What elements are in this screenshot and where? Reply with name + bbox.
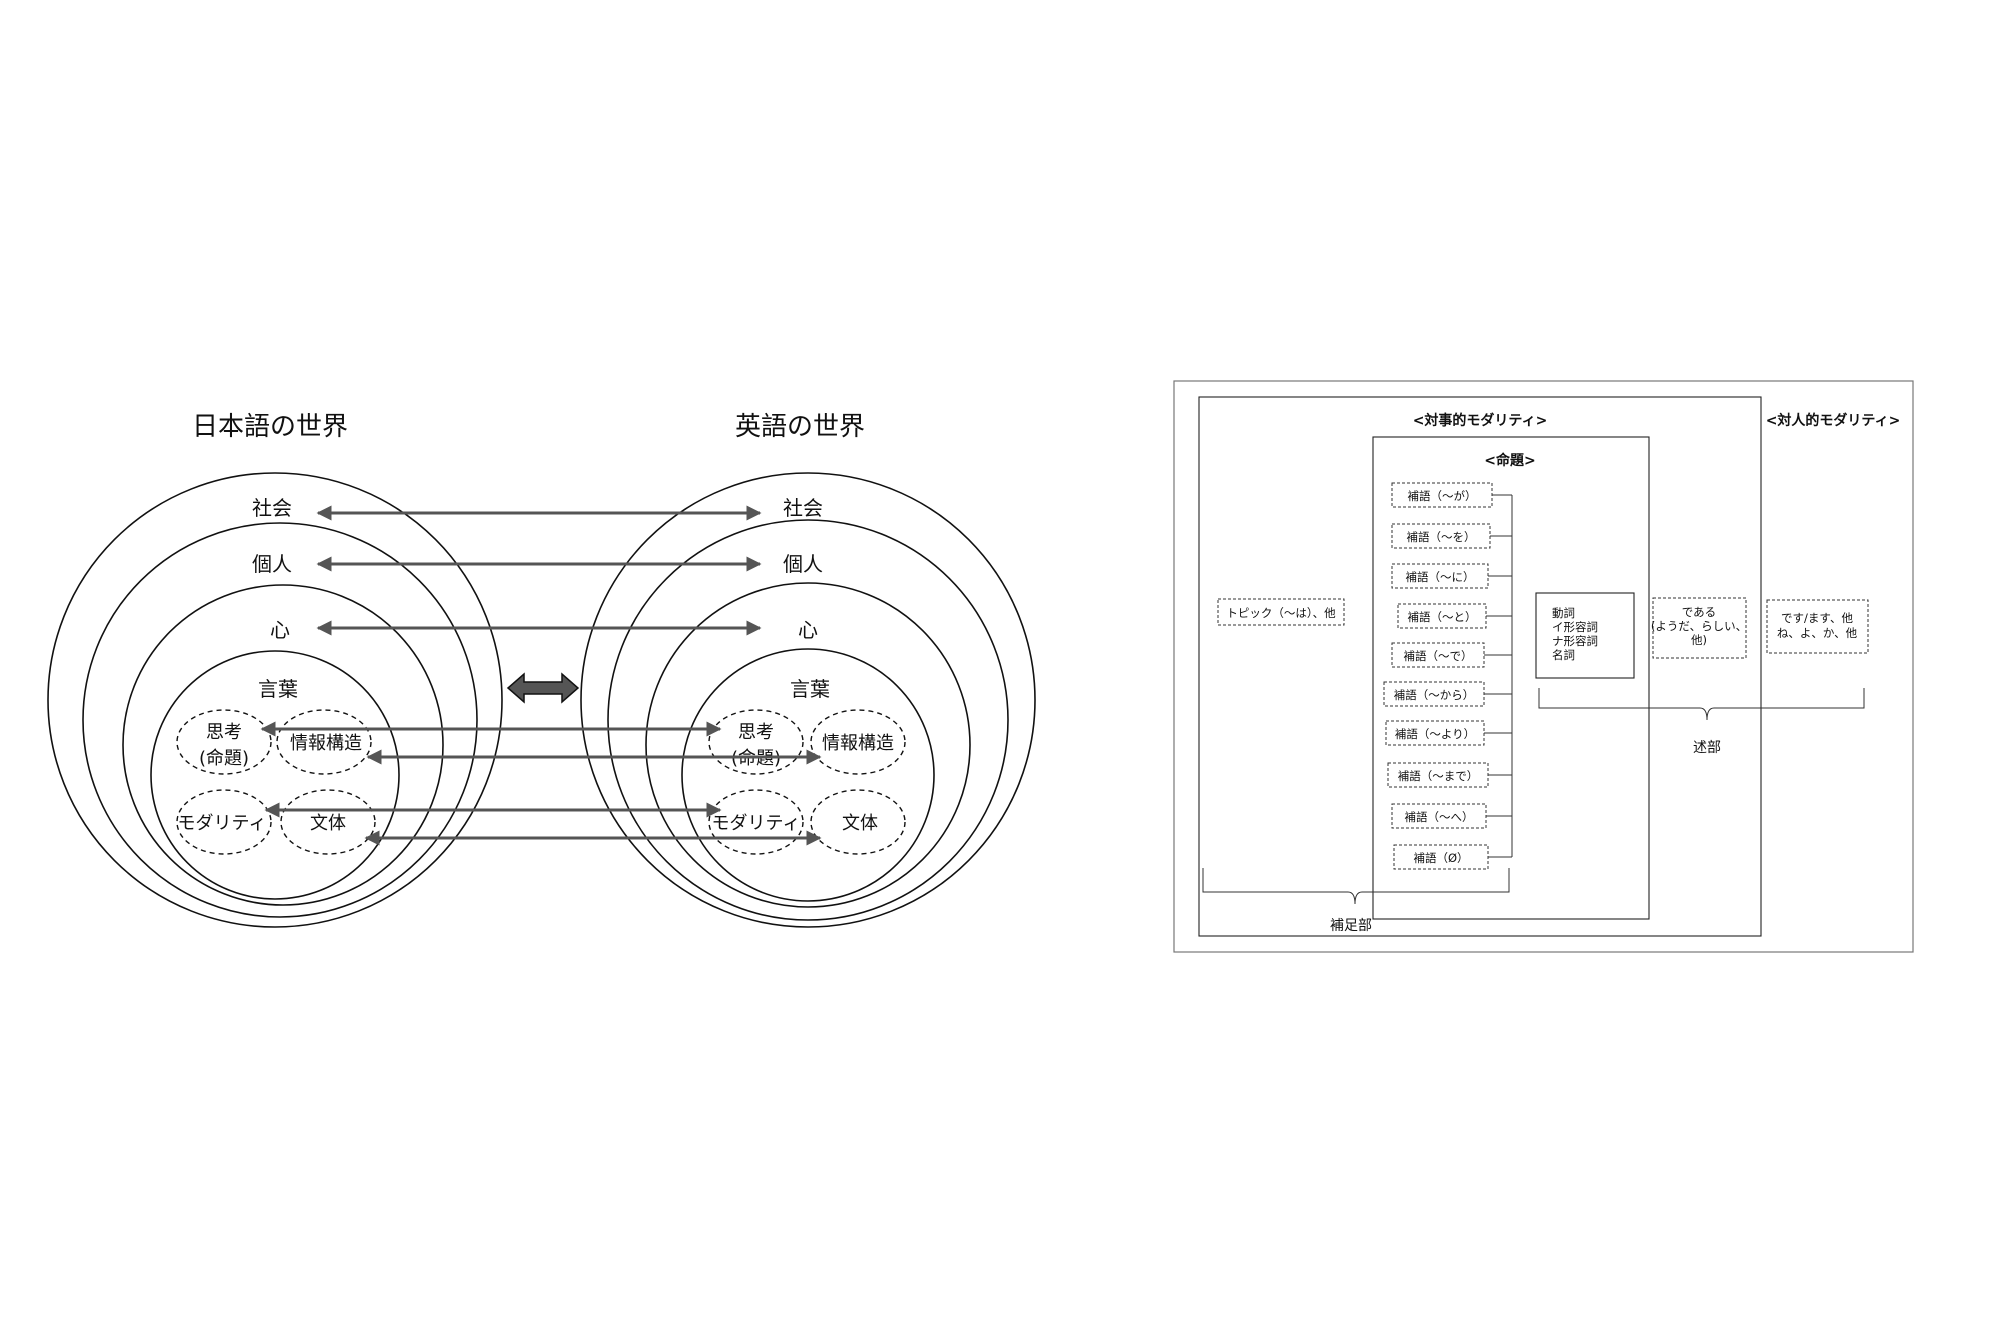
en-info-ellipse (810, 709, 906, 775)
predicate-core-label: 名詞 (1552, 648, 1575, 662)
complement-list: 補語（〜が） 補語（〜を） 補語（〜に） 補語（〜と） 補語（〜で） 補語（〜か… (1383, 482, 1493, 870)
desu-masu-box (1766, 599, 1869, 654)
en-heart-circle (645, 582, 971, 908)
english-circles (580, 472, 1036, 928)
complement-label: 補語（〜が） (1408, 489, 1477, 503)
complement-label: 補語（〜で） (1404, 649, 1473, 663)
predicate-part-label: 述部 (1693, 740, 1721, 756)
jp-language-circle (150, 650, 400, 900)
jp-heart-label: 心 (270, 618, 290, 642)
en-thought-ellipse (708, 709, 804, 775)
complement-box (1391, 642, 1485, 668)
complement-label: 補語（Ø） (1413, 851, 1468, 865)
sentence-structure-diagram: <対事的モダリティ> <対人的モダリティ> <命題> トピック（〜は）、他 補語… (1173, 380, 1914, 953)
en-language-label: 言葉 (790, 677, 830, 701)
de-aru-box (1652, 597, 1747, 659)
jp-individual-label: 個人 (252, 552, 292, 576)
complement-label: 補語（〜を） (1407, 530, 1476, 544)
jp-modality-label: モダリティ (178, 813, 267, 834)
complement-label: 補語（〜と） (1408, 610, 1477, 624)
topic-box (1217, 598, 1345, 626)
predicate-brace (1538, 688, 1865, 721)
objective-modality-label: <対事的モダリティ> (1413, 412, 1548, 429)
de-aru-label: である (1682, 605, 1716, 619)
center-double-arrow (506, 672, 580, 704)
en-individual-circle (607, 519, 1009, 921)
interpersonal-modality-label: <対人的モダリティ> (1766, 412, 1901, 429)
outer-frame (1173, 380, 1914, 953)
jp-info-label: 情報構造 (290, 733, 362, 754)
english-world-title: 英語の世界 (735, 412, 865, 442)
de-aru-label: 他) (1691, 633, 1707, 647)
de-aru-label: (ようだ、らしい、 (1651, 619, 1747, 633)
jp-proposition-label: (命題) (199, 748, 249, 769)
en-society-circle (580, 472, 1036, 928)
complement-label: 補語（〜へ） (1405, 810, 1474, 824)
jp-thought-ellipse (176, 709, 272, 775)
en-style-label: 文体 (842, 813, 878, 834)
objective-modality-frame (1198, 396, 1762, 937)
jp-info-ellipse (276, 709, 372, 775)
en-thought-label: 思考 (738, 722, 774, 743)
japanese-world-title: 日本語の世界 (192, 412, 348, 442)
jp-society-circle (47, 472, 503, 928)
en-heart-label: 心 (798, 618, 818, 642)
en-society-label: 社会 (783, 496, 823, 520)
jp-society-label: 社会 (252, 496, 292, 520)
complement-label: 補語（〜に） (1406, 570, 1475, 584)
desu-masu-label: です/ます、他 (1781, 611, 1853, 625)
supplement-brace (1202, 868, 1510, 905)
complement-label: 補語（〜まで） (1398, 769, 1479, 783)
jp-style-label: 文体 (310, 813, 346, 834)
japanese-circles (47, 472, 503, 928)
en-individual-label: 個人 (783, 552, 823, 576)
language-world-diagram: 日本語の世界 英語の世界 社会 個人 心 言葉 社 (47, 412, 1036, 928)
en-modality-ellipse (708, 789, 804, 855)
topic-label: トピック（〜は）、他 (1226, 606, 1336, 620)
predicate-core-label: ナ形容詞 (1552, 634, 1598, 648)
correspondence-arrows (260, 505, 822, 846)
proposition-frame (1372, 436, 1650, 920)
jp-style-ellipse (280, 789, 376, 855)
en-style-ellipse (810, 789, 906, 855)
predicate-core-label: イ形容詞 (1552, 620, 1598, 634)
complement-connectors (1484, 494, 1513, 858)
jp-heart-circle (122, 584, 444, 906)
complement-label: 補語（〜から） (1394, 688, 1475, 702)
jp-individual-circle (82, 522, 478, 918)
predicate-core-box (1535, 592, 1635, 679)
en-modality-label: モダリティ (712, 813, 801, 834)
proposition-label: <命題> (1484, 452, 1535, 469)
predicate-core-label: 動詞 (1552, 606, 1575, 620)
en-language-circle (681, 648, 935, 902)
jp-thought-label: 思考 (206, 722, 242, 743)
en-info-label: 情報構造 (822, 733, 894, 754)
jp-modality-ellipse (176, 789, 272, 855)
complement-label: 補語（〜より） (1395, 727, 1475, 741)
supplement-part-label: 補足部 (1330, 918, 1372, 934)
desu-masu-label: ね、よ、か、他 (1777, 626, 1858, 640)
jp-language-label: 言葉 (258, 677, 298, 701)
